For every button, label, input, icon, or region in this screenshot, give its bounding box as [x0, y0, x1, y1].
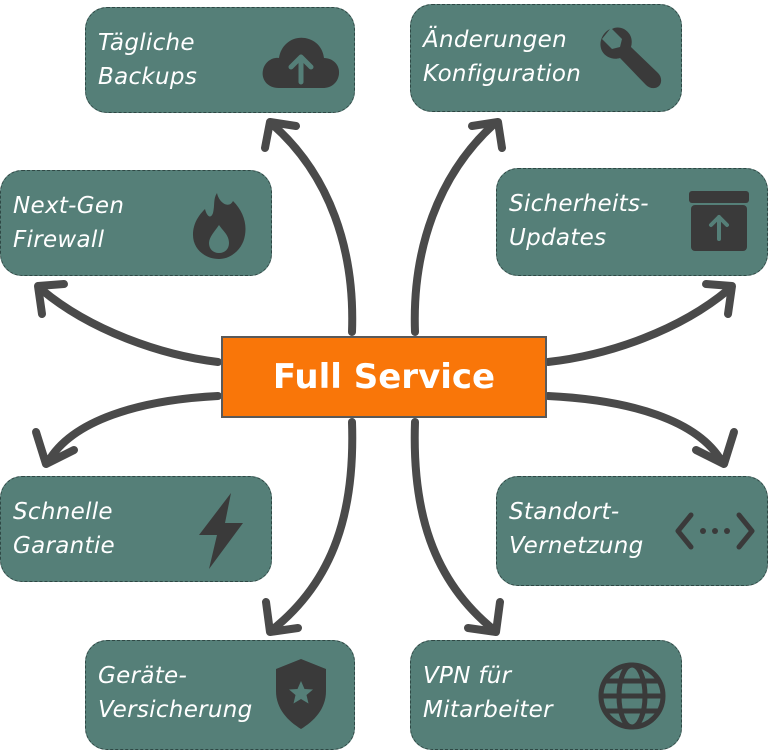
arrow-to-changes	[410, 120, 498, 336]
arrowhead-firewall	[34, 280, 68, 318]
code-dots-icon	[675, 512, 755, 550]
lightning-icon	[199, 493, 243, 569]
node-insurance-line1: Geräte-	[98, 663, 188, 689]
arrow-to-security	[544, 286, 732, 366]
node-insurance: Geräte- Versicherung	[85, 640, 355, 750]
node-guarantee-line2: Garantie	[13, 533, 116, 559]
arrow-to-networking	[544, 392, 726, 466]
node-insurance-line2: Versicherung	[98, 697, 253, 723]
box-arrow-up-icon	[689, 191, 749, 251]
node-firewall-line2: Firewall	[13, 227, 105, 253]
arrowhead-vpn	[464, 598, 504, 636]
node-guarantee: Schnelle Garantie	[0, 476, 272, 582]
node-security: Sicherheits- Updates	[496, 168, 768, 276]
node-changes: Änderungen Konfiguration	[410, 4, 682, 112]
arrow-to-firewall	[38, 286, 222, 366]
node-changes-line2: Konfiguration	[423, 61, 582, 87]
node-backups-line1: Tägliche	[98, 30, 195, 56]
node-backups-line2: Backups	[98, 64, 198, 90]
node-changes-line1: Änderungen	[423, 27, 567, 53]
arrow-to-guarantee	[44, 392, 222, 466]
node-firewall-line1: Next-Gen	[13, 193, 125, 219]
shield-star-icon	[276, 659, 326, 729]
node-backups: Tägliche Backups	[85, 7, 355, 113]
arrow-to-insurance	[268, 418, 357, 634]
node-security-line2: Updates	[509, 225, 607, 251]
node-vpn-line1: VPN für	[423, 663, 512, 689]
arrowhead-guarantee	[32, 428, 78, 468]
node-networking: Standort- Vernetzung	[496, 476, 768, 586]
node-security-line1: Sicherheits-	[509, 191, 649, 217]
arrow-to-vpn	[410, 418, 498, 634]
center-title: Full Service	[272, 357, 496, 397]
wrench-icon	[600, 27, 662, 89]
globe-icon	[598, 662, 666, 730]
node-guarantee-line1: Schnelle	[13, 499, 113, 525]
arrowhead-changes	[468, 118, 506, 152]
node-networking-line2: Vernetzung	[509, 533, 644, 559]
arrowhead-insurance	[262, 598, 302, 636]
node-vpn: VPN für Mitarbeiter	[410, 640, 682, 750]
arrowhead-backups	[261, 118, 300, 152]
arrowhead-networking	[692, 428, 738, 468]
arrow-to-backups	[268, 120, 357, 336]
node-firewall: Next-Gen Firewall	[0, 170, 272, 276]
fire-icon	[193, 193, 246, 259]
center-box: Full Service	[221, 336, 547, 418]
node-vpn-line2: Mitarbeiter	[423, 697, 553, 723]
arrowhead-security	[702, 280, 736, 318]
node-networking-line1: Standort-	[509, 499, 620, 525]
cloud-upload-icon	[262, 37, 340, 88]
